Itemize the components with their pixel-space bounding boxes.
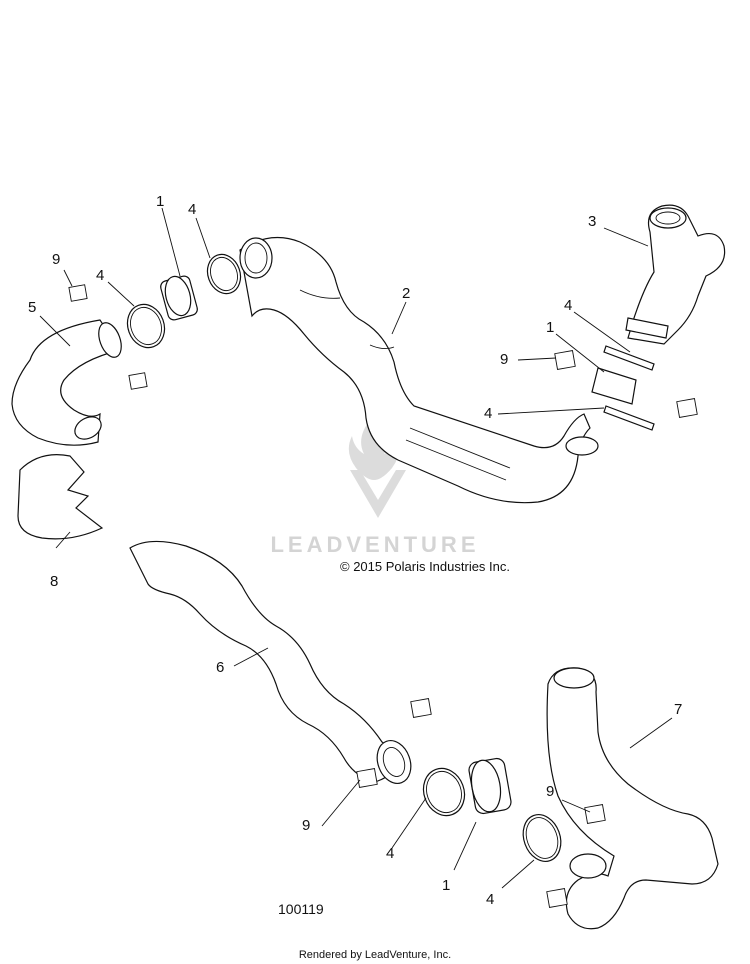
part-6-hose (129, 540, 412, 784)
callout-8: 8 (50, 573, 58, 590)
part-2-hose (239, 236, 599, 504)
callout-labels: 1 4 9 4 5 3 2 4 1 9 4 8 6 7 9 9 4 1 4 (28, 193, 682, 908)
callout-4: 4 (386, 845, 394, 862)
part-3-elbow (625, 204, 726, 345)
callout-2: 2 (402, 285, 410, 302)
callout-4: 4 (486, 891, 494, 908)
callout-4: 4 (564, 297, 572, 314)
callout-3: 3 (588, 213, 596, 230)
clamps-and-couplers (126, 253, 655, 862)
callout-7: 7 (674, 701, 682, 718)
callout-1: 1 (156, 193, 164, 210)
callout-1: 1 (546, 319, 554, 336)
footer-credit: Rendered by LeadVenture, Inc. (299, 949, 451, 961)
part-8-gasket (17, 454, 104, 540)
part-9-pads (68, 284, 698, 908)
leader-lines (39, 207, 673, 889)
callout-4: 4 (484, 405, 492, 422)
diagram-code: 100119 (278, 901, 324, 917)
callout-4: 4 (96, 267, 104, 284)
callout-9: 9 (500, 351, 508, 368)
part-5-elbow (11, 319, 122, 446)
leadventure-watermark: LEADVENTURE (270, 420, 479, 557)
callout-6: 6 (216, 659, 224, 676)
callout-4: 4 (188, 201, 196, 218)
callout-5: 5 (28, 299, 36, 316)
callout-9: 9 (52, 251, 60, 268)
copyright-text: © 2015 Polaris Industries Inc. (340, 559, 510, 574)
part-7-hose (546, 667, 719, 930)
callout-9: 9 (546, 783, 554, 800)
callout-1: 1 (442, 877, 450, 894)
callout-9: 9 (302, 817, 310, 834)
watermark-text: LEADVENTURE (270, 532, 479, 557)
